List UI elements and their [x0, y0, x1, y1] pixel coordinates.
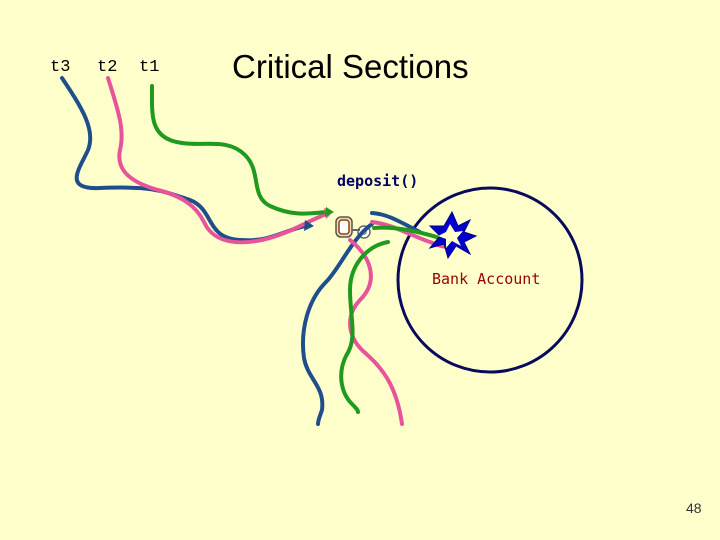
lock-icon: [335, 216, 353, 238]
resource-label: Bank Account: [432, 270, 541, 288]
thread-t2-path-in: [106, 76, 328, 245]
thread-label-t2: t2: [97, 58, 118, 77]
bank-account-circle: [396, 186, 584, 374]
collision-burst-core: [438, 224, 463, 248]
thread-t1-path-in: [149, 84, 328, 216]
method-label: deposit(): [337, 172, 419, 190]
slide-title: Critical Sections: [232, 48, 469, 85]
thread-t3-path-out: [301, 222, 374, 426]
thread-label-t1: t1: [139, 58, 160, 77]
thread-t2-path-out: [348, 238, 404, 426]
thread-t1-path-out: [339, 240, 390, 414]
thread-t1-arrowhead: [325, 207, 334, 217]
thread-t3-arrowhead: [304, 220, 314, 231]
thread-label-t3: t3: [50, 58, 71, 77]
thread-t1-path-inside: [372, 225, 442, 240]
thread-t3-path-in: [60, 76, 307, 243]
page-number: 48: [686, 500, 702, 516]
